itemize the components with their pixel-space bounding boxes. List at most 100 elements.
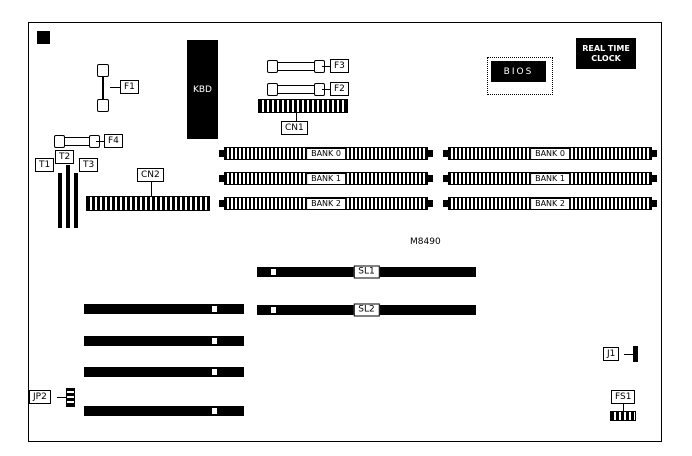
- simm-peg: [443, 200, 448, 207]
- bios-chip: BIOS: [491, 61, 546, 82]
- simm-body: BANK 0: [224, 147, 428, 160]
- cn1-pointer-line: [296, 112, 297, 122]
- bank-label: BANK 2: [530, 197, 570, 210]
- jp2-jumper: [66, 388, 75, 407]
- t1-transistor: [58, 173, 62, 228]
- f4-label-text: F4: [108, 136, 119, 146]
- cn2-connector: [86, 196, 210, 211]
- f4-fuse: [54, 135, 100, 148]
- slot-notch: [212, 306, 217, 312]
- expansion-slot-2: [84, 336, 244, 346]
- simm-socket-left-bank1: BANK 1: [219, 172, 433, 185]
- simm-socket-right-bank0: BANK 0: [443, 147, 657, 160]
- f2-pointer-line: [322, 89, 330, 90]
- simm-socket-right-bank2: BANK 2: [443, 197, 657, 210]
- f3-fuse: [267, 60, 325, 73]
- simm-body: BANK 2: [448, 197, 652, 210]
- simm-socket-left-bank0: BANK 0: [219, 147, 433, 160]
- sl1-slot: SL1: [257, 265, 476, 279]
- f2-fuse: [267, 83, 325, 96]
- simm-peg: [443, 175, 448, 182]
- cn2-label-text: CN2: [141, 170, 160, 180]
- expansion-slot-3: [84, 367, 244, 377]
- cn1-label: CN1: [281, 121, 308, 135]
- sl2-label: SL2: [353, 303, 380, 317]
- slot-notch: [212, 369, 217, 375]
- slot-notch: [271, 307, 276, 313]
- simm-peg: [428, 150, 433, 157]
- bank-label: BANK 1: [306, 172, 346, 185]
- f2-label: F2: [330, 82, 349, 96]
- bank-label: BANK 1: [530, 172, 570, 185]
- bank-label: BANK 2: [306, 197, 346, 210]
- j1-label: J1: [603, 347, 620, 361]
- simm-body: BANK 1: [224, 172, 428, 185]
- board-model-text: M8490: [410, 237, 441, 247]
- t1-label: T1: [35, 158, 55, 172]
- sl1-label: SL1: [353, 265, 380, 279]
- t2-label: T2: [55, 150, 75, 164]
- t1-label-text: T1: [39, 160, 51, 170]
- t3-transistor: [74, 173, 78, 228]
- bios-label: BIOS: [503, 66, 534, 77]
- slot-notch: [212, 408, 217, 414]
- slot-notch: [271, 269, 276, 275]
- kbd-label: KBD: [192, 84, 212, 95]
- f3-label-text: F3: [334, 61, 345, 71]
- t2-label-text: T2: [59, 152, 71, 162]
- simm-socket-left-bank2: BANK 2: [219, 197, 433, 210]
- rtc-label-line1: REAL TIME: [582, 43, 630, 53]
- f3-pointer-line: [322, 66, 330, 67]
- bank-label: BANK 0: [530, 147, 570, 160]
- simm-peg: [219, 200, 224, 207]
- bios-socket: [487, 57, 553, 95]
- cn2-label: CN2: [137, 168, 164, 182]
- cn2-pointer-line: [151, 182, 152, 196]
- f2-fuse-body: [277, 85, 315, 94]
- t2-transistor: [66, 165, 70, 228]
- simm-socket-right-bank1: BANK 1: [443, 172, 657, 185]
- f3-label: F3: [330, 59, 349, 73]
- sl2-slot: SL2: [257, 303, 476, 317]
- mounting-square: [37, 31, 50, 44]
- simm-peg: [428, 200, 433, 207]
- simm-body: BANK 2: [224, 197, 428, 210]
- simm-peg: [652, 175, 657, 182]
- bank-label: BANK 0: [306, 147, 346, 160]
- cn1-label-text: CN1: [285, 123, 304, 133]
- j1-connector: [633, 346, 638, 362]
- t3-label-text: T3: [83, 160, 95, 170]
- simm-peg: [443, 150, 448, 157]
- jp2-label-text: JP2: [33, 392, 47, 402]
- f1-pointer-line: [110, 87, 120, 88]
- f1-fuse-body: [102, 76, 104, 100]
- kbd-connector: KBD: [187, 40, 218, 139]
- simm-peg: [652, 200, 657, 207]
- j1-label-text: J1: [607, 349, 616, 359]
- fs1-label: FS1: [611, 390, 636, 404]
- rtc-label-line2: CLOCK: [591, 53, 621, 63]
- jp2-pointer-line: [57, 397, 66, 398]
- f4-label: F4: [104, 134, 123, 148]
- expansion-slot-1: [84, 304, 244, 314]
- expansion-slot-4: [84, 406, 244, 416]
- simm-peg: [428, 175, 433, 182]
- f2-label-text: F2: [334, 84, 345, 94]
- t3-label: T3: [79, 158, 99, 172]
- simm-peg: [652, 150, 657, 157]
- f4-pointer-line: [96, 141, 104, 142]
- cn1-connector: [258, 99, 348, 113]
- f4-fuse-body: [64, 137, 90, 146]
- real-time-clock-chip: REAL TIME CLOCK: [576, 38, 636, 69]
- jp2-label: JP2: [29, 390, 51, 404]
- f3-fuse-body: [277, 62, 315, 71]
- fs1-label-text: FS1: [615, 392, 632, 402]
- f1-label-text: F1: [124, 82, 135, 92]
- j1-pointer-line: [624, 354, 633, 355]
- simm-peg: [219, 175, 224, 182]
- f1-fuse-bottom: [97, 99, 109, 112]
- fs1-connector: [610, 411, 636, 421]
- slot-notch: [212, 338, 217, 344]
- simm-peg: [219, 150, 224, 157]
